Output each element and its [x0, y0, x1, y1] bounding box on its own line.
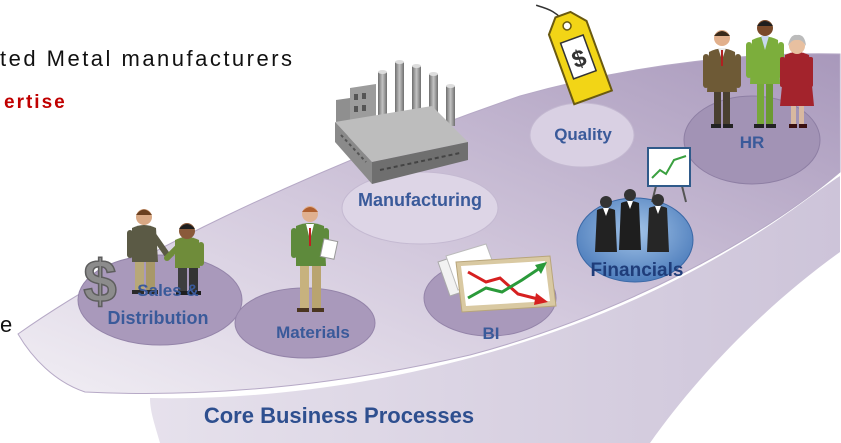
bi-chart-icon	[437, 243, 557, 313]
intro-line-manufacturers: ted Metal manufacturers	[0, 46, 292, 71]
hr-team-icon	[703, 20, 814, 128]
diagram-title: Core Business Processes	[204, 403, 474, 428]
quality-label: Quality	[554, 125, 612, 144]
financials-label: Financials	[591, 260, 684, 281]
sales-distribution-label-line1: Sales &	[137, 281, 198, 300]
manufacturing-label: Manufacturing	[358, 190, 482, 210]
sales-distribution-area	[77, 254, 243, 346]
dollar-sign-icon: $	[83, 248, 116, 315]
handshake-people-icon	[127, 209, 204, 295]
worker-with-paper-icon	[291, 206, 339, 312]
intro-fragment: e	[0, 312, 12, 337]
sales-distribution-label-line2: Distribution	[108, 308, 209, 328]
hr-label: HR	[740, 133, 765, 152]
materials-label: Materials	[276, 323, 350, 342]
intro-line-expertise: ertise	[4, 92, 67, 113]
factory-icon	[335, 60, 468, 184]
finance-team-icon	[595, 147, 691, 252]
price-tag-icon: $	[535, 4, 614, 106]
quality-area	[529, 102, 635, 168]
bi-label: BI	[483, 324, 500, 343]
process-band-shadow	[150, 176, 840, 443]
